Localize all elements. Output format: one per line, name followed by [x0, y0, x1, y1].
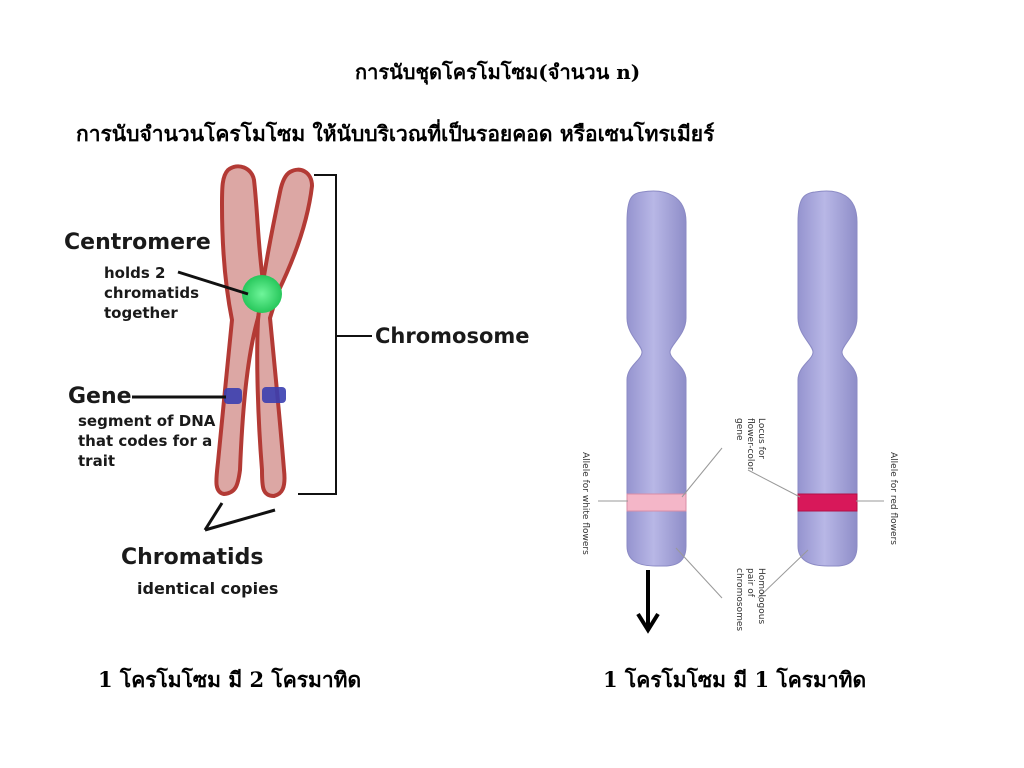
caption-right: 1 โครโมโซม มี 1 โครมาทิด	[603, 667, 867, 692]
band-red-allele	[797, 493, 858, 512]
chromatids-pointer-b	[204, 508, 276, 532]
homolog-right	[797, 190, 858, 567]
page-title: การนับชุดโครโมโซม(จำนวน n)	[355, 60, 641, 84]
gene-desc-3: trait	[78, 452, 116, 470]
centromere-desc-1: holds 2	[104, 264, 166, 282]
locus-line-a	[681, 447, 723, 498]
homolog-left	[626, 190, 687, 567]
homologous-line-b	[757, 549, 809, 599]
band-white-allele	[626, 493, 687, 512]
homologous-line-a	[675, 547, 723, 599]
chromosome-label: Chromosome	[375, 324, 530, 348]
locus-line-b	[747, 469, 801, 498]
gene-desc-1: segment of DNA	[78, 412, 216, 430]
chromatids-desc: identical copies	[137, 579, 279, 598]
page-subtitle: การนับจำนวนโครโมโซม ให้นับบริเวณที่เป็นร…	[76, 121, 715, 146]
chromatids-pointer-a	[203, 502, 224, 531]
gene-desc-2: that codes for a	[78, 432, 213, 450]
gene-label: Gene	[68, 384, 132, 409]
homologous-label-1: Homologous	[756, 568, 766, 625]
centromere-desc-3: together	[104, 304, 178, 322]
gene-band-left	[224, 388, 242, 404]
locus-label-3: gene	[734, 418, 744, 441]
caption-left: 1 โครโมโซม มี 2 โครมาทิด	[98, 667, 362, 692]
chromosome-x-diagram	[214, 164, 315, 499]
chromatid-right	[255, 167, 315, 499]
allele-red-label: Allele for red flowers	[888, 452, 898, 545]
centromere-pointer	[177, 270, 249, 296]
chromatids-label: Chromatids	[121, 545, 264, 570]
chromatid-left	[214, 164, 267, 497]
centromere-spot	[242, 275, 282, 313]
homologous-label-2: pair of	[745, 568, 755, 597]
allele-white-label: Allele for white flowers	[580, 452, 590, 555]
homologous-label-3: chromosomes	[734, 568, 744, 632]
down-arrow-icon	[636, 570, 660, 634]
locus-label-1: Locus for	[756, 418, 766, 459]
chromosome-bracket	[298, 174, 372, 495]
centromere-desc-2: chromatids	[104, 284, 200, 302]
centromere-label: Centromere	[64, 230, 211, 255]
locus-label-2: flower-color	[745, 418, 755, 471]
gene-band-right	[262, 387, 286, 403]
